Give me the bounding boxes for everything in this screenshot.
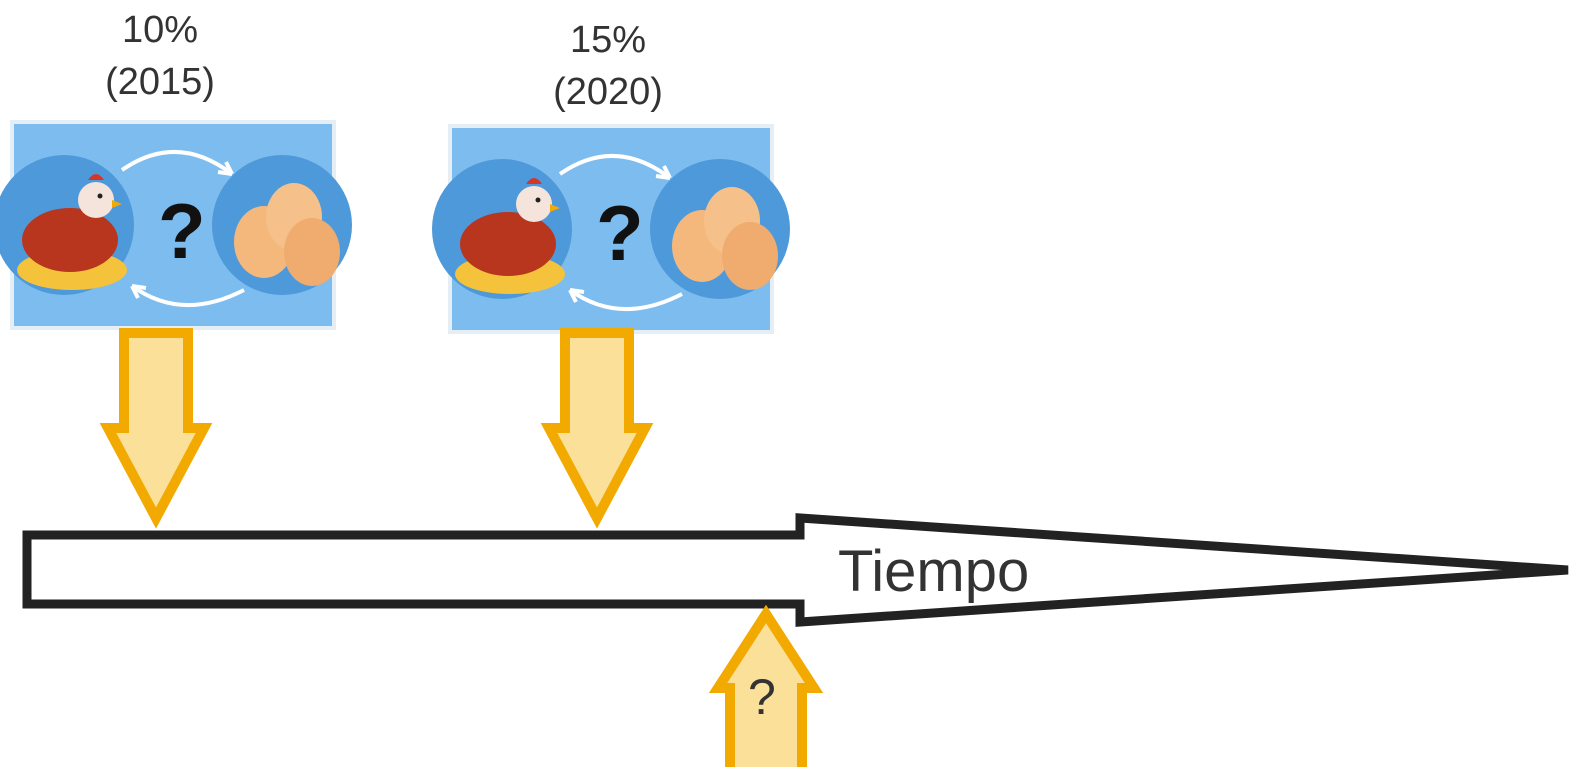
axis-label: Tiempo xyxy=(838,539,1030,604)
milestone-2-year: (2020) xyxy=(553,71,663,113)
milestone-1-percent: 10% xyxy=(121,9,199,51)
card-1-question: ? xyxy=(158,187,206,275)
unknown-marker-label: ? xyxy=(748,669,776,725)
milestone-2-percent: 15% xyxy=(569,19,647,61)
down-arrow-2 xyxy=(540,328,654,529)
milestone-1-year: (2015) xyxy=(105,61,215,103)
milestone-2-label: 15% (2020) xyxy=(518,14,698,118)
down-arrow-1 xyxy=(99,328,213,529)
card-2-question: ? xyxy=(596,189,644,277)
up-arrow-unknown xyxy=(708,604,824,767)
timeline-arrow xyxy=(22,513,1569,627)
milestone-1-label: 10% (2015) xyxy=(70,4,250,108)
